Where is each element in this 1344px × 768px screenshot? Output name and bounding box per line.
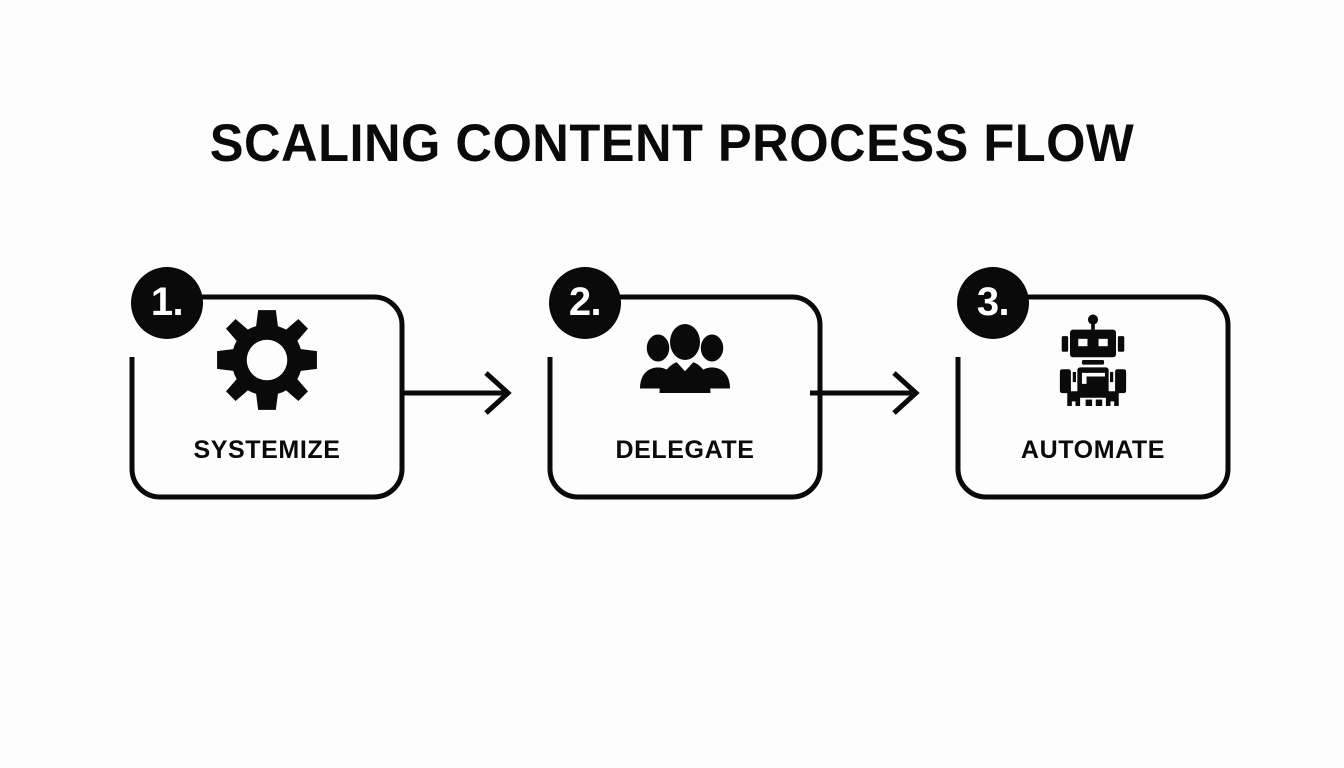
page-title: SCALING CONTENT PROCESS FLOW (209, 114, 1135, 173)
step-label-1: SYSTEMIZE (193, 436, 341, 464)
gear-icon (132, 305, 402, 415)
process-step-card-3[interactable]: 3. (955, 267, 1231, 500)
step-number-badge-3: 3. (957, 267, 1029, 339)
step-label-2: DELEGATE (615, 436, 755, 464)
people-group-icon (550, 305, 820, 415)
step-number-label: 2. (568, 279, 602, 324)
card-outline-2 (547, 294, 823, 500)
step-number-badge-2: 2. (549, 267, 621, 339)
step-number-label: 3. (976, 279, 1010, 324)
arrow-right-icon-2 (808, 363, 928, 423)
step-number-label: 1. (150, 279, 184, 324)
process-step-card-1[interactable]: 1. SYSTEMIZE (129, 267, 405, 500)
card-outline-1 (129, 294, 405, 500)
process-flow-diagram: 1. SYSTEMIZE 2. (0, 255, 1344, 505)
arrow-right-icon-1 (400, 363, 520, 423)
step-label-3: AUTOMATE (1020, 436, 1166, 464)
step-number-badge-1: 1. (131, 267, 203, 339)
process-step-card-2[interactable]: 2. (547, 267, 823, 500)
card-outline-3 (955, 294, 1231, 500)
robot-icon (958, 305, 1228, 415)
